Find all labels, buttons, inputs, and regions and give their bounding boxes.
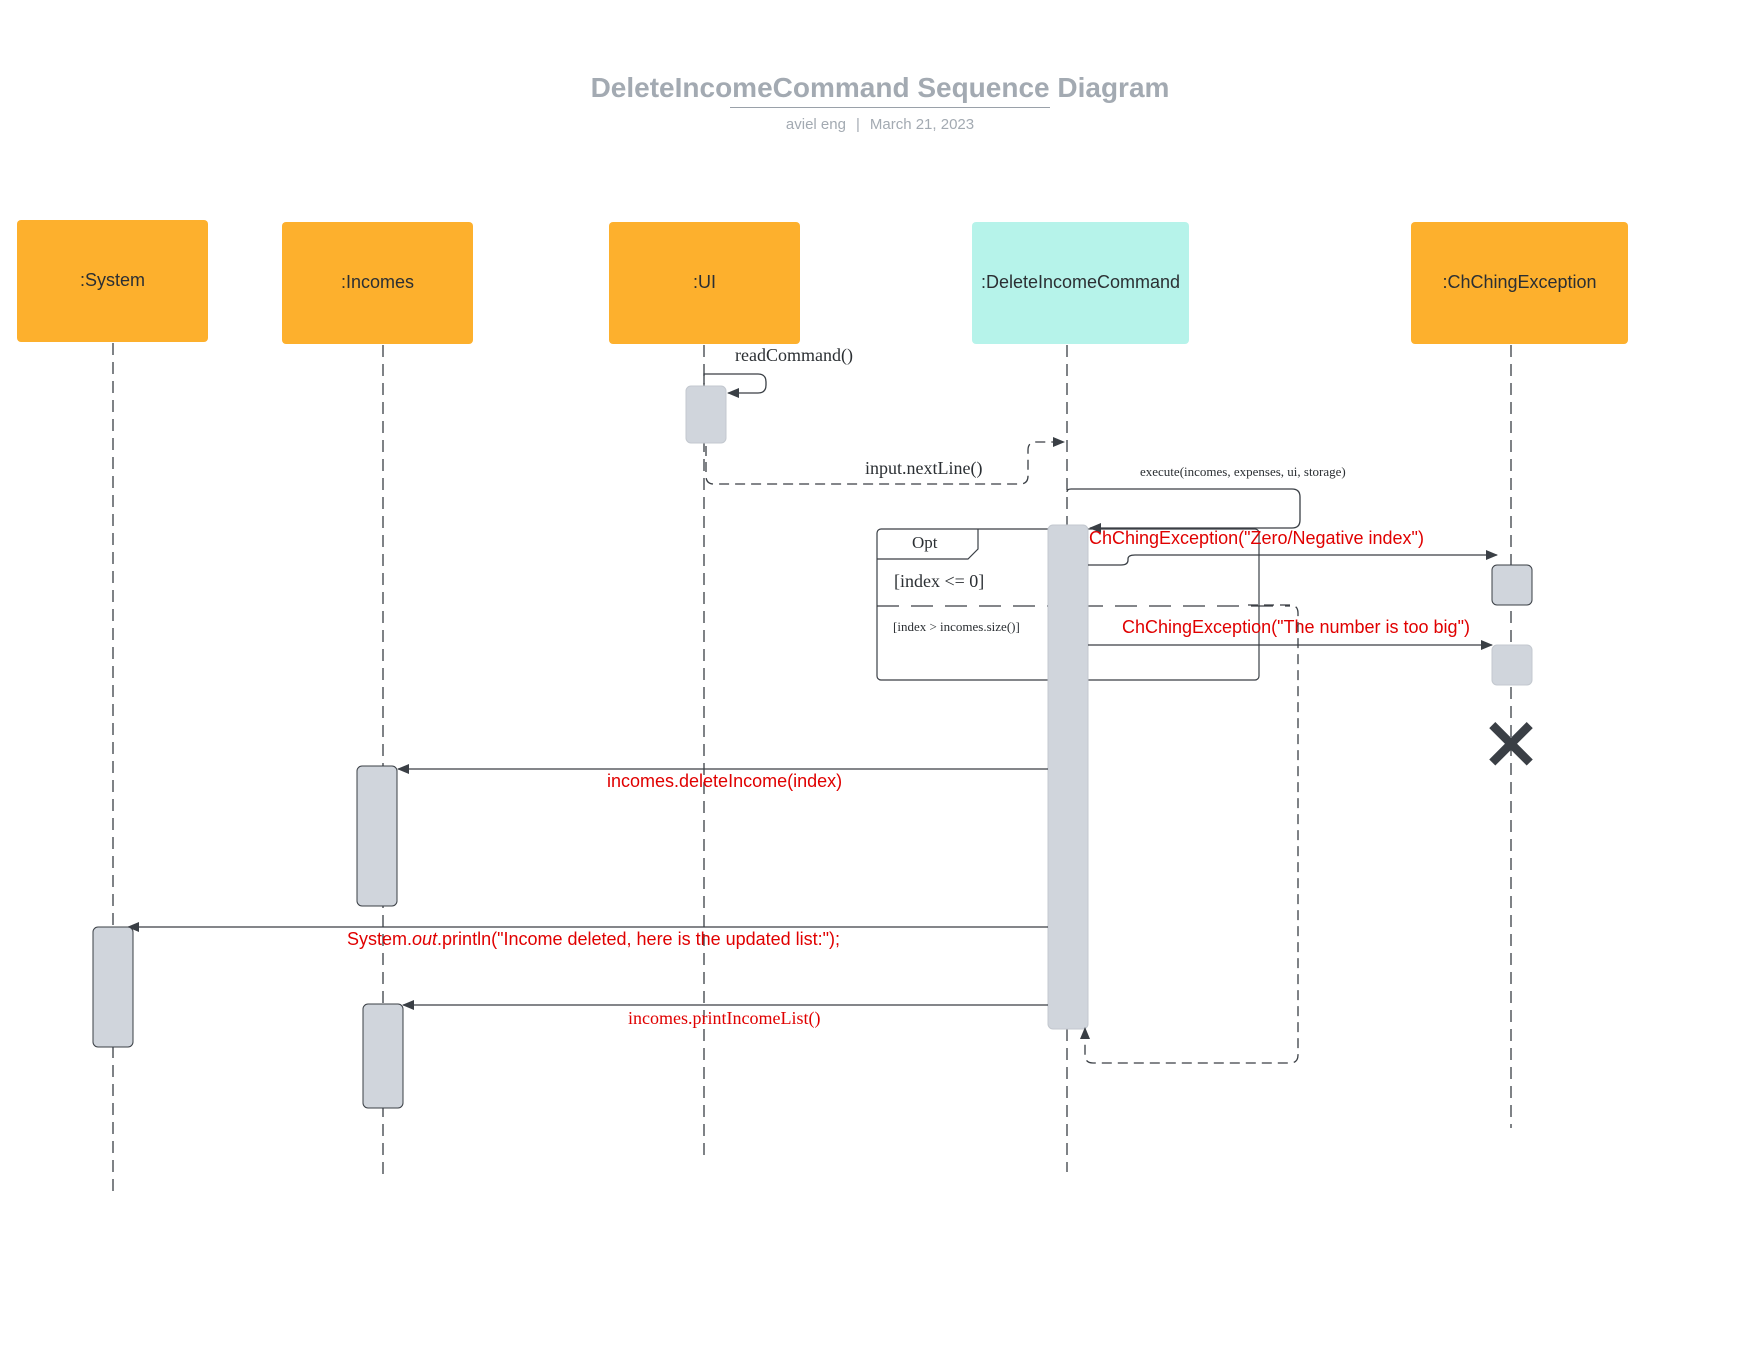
chching-exception-activation-1 (1491, 564, 1533, 606)
participant-incomes: :Incomes (282, 222, 473, 344)
diagram-title: DeleteIncomeCommand Sequence Diagram (590, 72, 1170, 103)
exception-too-big-label: ChChingException("The number is too big"… (1122, 617, 1470, 637)
opt-guard-1: [index <= 0] (894, 571, 984, 591)
participant-system: :System (17, 220, 208, 342)
opt-guard-2: [index > incomes.size()] (893, 619, 1020, 634)
title-underline (730, 107, 1050, 108)
delete-income-command-activation (1047, 524, 1089, 1030)
destruction-marker-icon: × (1480, 699, 1542, 785)
participant-label-chching-exception: :ChChingException (1442, 272, 1596, 292)
print-income-list-label: incomes.printIncomeList() (628, 1008, 820, 1029)
participant-ui: :UI (609, 222, 800, 344)
author: aviel eng (785, 116, 846, 133)
exception-zero-negative-arrow (1088, 550, 1498, 566)
exception-zero-negative-label: ChChingException("Zero/Negative index") (1089, 528, 1424, 548)
execute-label: execute(incomes, expenses, ui, storage) (1140, 464, 1346, 479)
delete-income-label: incomes.deleteIncome(index) (607, 771, 842, 791)
incomes-activation-2 (362, 1003, 404, 1109)
opt-label: Opt (912, 533, 938, 552)
input-next-line-label: input.nextLine() (865, 458, 982, 479)
participant-chching-exception: :ChChingException (1411, 222, 1628, 344)
execute-self-arrow (1066, 488, 1301, 533)
diagram-subtitle: aviel eng | March 21, 2023 (0, 116, 1760, 133)
input-next-line-arrow (705, 437, 1065, 485)
participant-label-system: :System (80, 270, 145, 290)
date: March 21, 2023 (869, 116, 975, 133)
participant-label-delete-income-command: :DeleteIncomeCommand (981, 272, 1180, 292)
println-label: System.out.println("Income deleted, here… (347, 929, 840, 949)
execute-return-arrow (1080, 604, 1299, 1064)
chching-exception-activation-2 (1491, 644, 1533, 686)
participant-label-ui: :UI (693, 272, 716, 292)
read-command-self-arrow (703, 373, 767, 398)
participant-delete-income-command: :DeleteIncomeCommand (972, 222, 1189, 344)
participant-label-incomes: :Incomes (341, 272, 414, 292)
incomes-activation-1 (356, 765, 398, 907)
system-activation (92, 926, 134, 1048)
subtitle-separator: | (855, 116, 860, 133)
ui-activation (685, 385, 727, 444)
read-command-label: readCommand() (735, 345, 853, 366)
